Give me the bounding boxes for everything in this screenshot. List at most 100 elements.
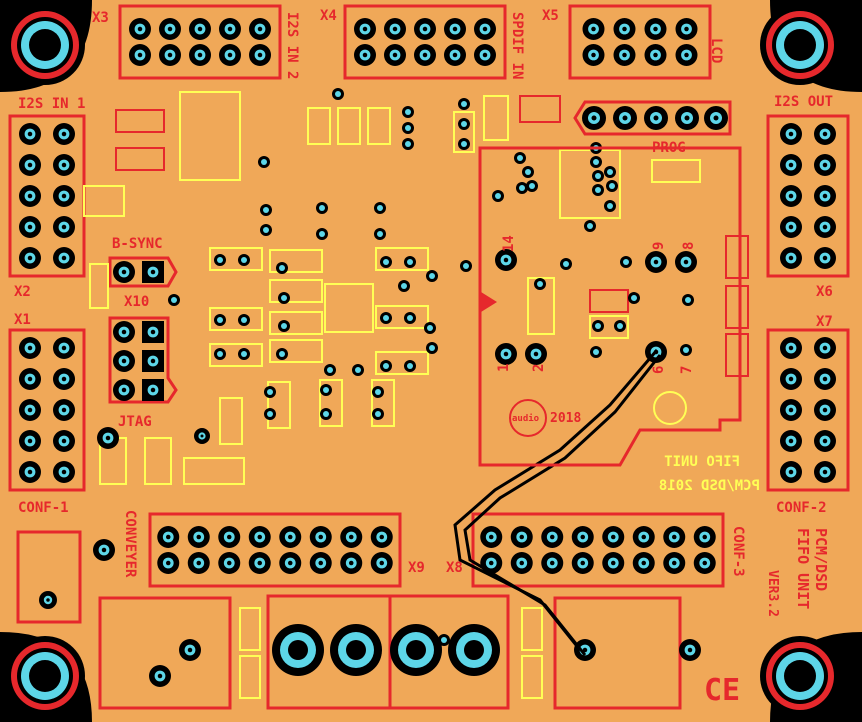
pad-hole: [187, 647, 193, 653]
via-drill: [323, 387, 329, 393]
label-conf2: CONF-2: [776, 500, 827, 516]
pad-hole: [227, 560, 232, 566]
pad-hole: [121, 329, 127, 335]
pad-hole: [121, 358, 127, 364]
label-x8: X8: [446, 560, 463, 576]
via-drill: [563, 261, 569, 267]
pad-hole: [27, 162, 33, 168]
mounting-hole-center: [784, 660, 816, 692]
pad-hole: [533, 351, 539, 357]
label-i2s-in1: I2S IN 1: [18, 96, 85, 112]
via-drill: [429, 345, 435, 351]
header-outline: [568, 4, 712, 80]
component-outline: [559, 149, 621, 219]
pad-hole: [46, 598, 50, 602]
pad-hole: [822, 345, 828, 351]
via-drill: [355, 367, 361, 373]
labels: X3 X4 X5 I2S IN 2 SPDIF IN LCD I2S IN 1 …: [14, 8, 833, 708]
label-title1: PCM/DSD: [812, 528, 830, 591]
pad-hole: [61, 193, 67, 199]
pad-hole: [822, 131, 828, 137]
pad-hole: [713, 115, 719, 121]
pad-hole: [580, 560, 585, 566]
component-outline: [725, 333, 749, 377]
pad-hole: [137, 26, 143, 32]
label-x10: X10: [124, 294, 149, 310]
component-outline: [375, 351, 429, 375]
pad-hole: [591, 52, 596, 58]
pad-hole: [591, 115, 597, 121]
label-i2s-in2: I2S IN 2: [284, 12, 300, 79]
pad-hole: [288, 534, 293, 540]
label-x6: X6: [816, 284, 833, 300]
pad-hole: [61, 438, 67, 444]
pad-hole: [318, 560, 323, 566]
pad-hole: [150, 387, 156, 393]
pad-hole: [349, 560, 354, 566]
component-outline: [115, 109, 165, 133]
via-drill: [383, 259, 389, 265]
terminal-hole: [346, 640, 366, 660]
label-conveyer: CONVEYER: [122, 510, 138, 578]
via-drill: [517, 155, 523, 161]
via-drill: [375, 411, 381, 417]
pad-hole: [641, 534, 646, 540]
pad-hole: [672, 534, 677, 540]
via-drill: [217, 317, 223, 323]
pad-hole: [788, 131, 794, 137]
conveyer-conn: [16, 530, 82, 624]
via-drill: [461, 101, 467, 107]
pad-hole: [27, 131, 33, 137]
pad-hole: [580, 534, 585, 540]
pad-hole: [788, 438, 794, 444]
via-drill: [595, 187, 601, 193]
pad-hole: [167, 26, 173, 32]
pad-hole: [196, 534, 201, 540]
via-drill: [685, 297, 691, 303]
component-outline: [144, 437, 172, 485]
pad-hole: [822, 376, 828, 382]
via-drill: [377, 205, 383, 211]
via-drill: [529, 183, 535, 189]
pads: [19, 18, 836, 687]
header-outline: [118, 4, 282, 80]
pad-hole: [591, 26, 596, 32]
component-outline: [209, 343, 263, 367]
via-drill: [441, 637, 447, 643]
jtag-outline: [108, 316, 178, 404]
connectors: [8, 4, 850, 710]
via-drill: [281, 323, 287, 329]
component-outline: [521, 607, 543, 651]
pad-hole: [788, 255, 794, 261]
pad-hole: [105, 435, 111, 441]
pad-hole: [61, 255, 67, 261]
pad-hole: [489, 560, 494, 566]
pad-hole: [392, 26, 398, 32]
pad-hole: [27, 376, 33, 382]
pad-hole: [822, 255, 828, 261]
trace-2: [463, 354, 662, 656]
pad-hole: [684, 26, 689, 32]
pad-hole: [257, 52, 263, 58]
component-outline: [527, 277, 555, 335]
pad-hole: [227, 26, 233, 32]
via-drill: [525, 169, 531, 175]
component-outline: [324, 283, 374, 333]
via-drill: [607, 169, 613, 175]
pad-hole: [27, 193, 33, 199]
pad-hole: [687, 647, 693, 653]
via-drill: [279, 265, 285, 271]
pad-hole: [150, 269, 156, 275]
pad-hole: [422, 26, 428, 32]
pad-hole: [550, 534, 555, 540]
component-outline: [183, 457, 245, 485]
component-outline: [521, 655, 543, 699]
pad-hole: [684, 52, 689, 58]
via-drill: [375, 389, 381, 395]
via-drill: [607, 203, 613, 209]
pad-hole: [197, 26, 203, 32]
component-outline: [375, 305, 429, 329]
via-drill: [407, 315, 413, 321]
via-drill: [537, 281, 543, 287]
